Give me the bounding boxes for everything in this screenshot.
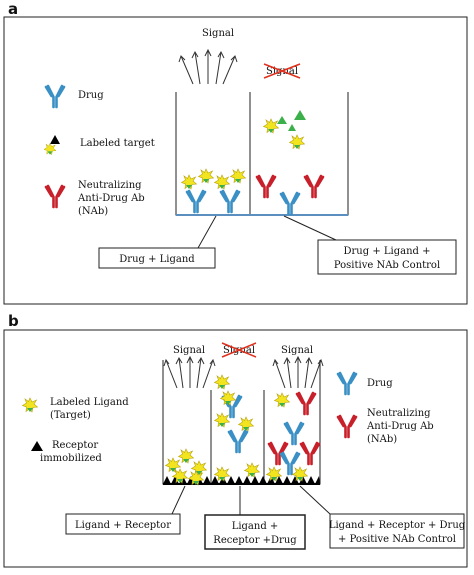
panel-a-frame (3, 16, 468, 305)
box-drug-ligand (98, 247, 216, 269)
legend-nab-a-2: Anti-Drug Ab (77, 193, 145, 204)
box-positive-nab-b-text-2: + Positive NAb Control (338, 534, 456, 545)
signal-label-left: Signal (202, 28, 234, 39)
callout-lines-a (197, 215, 337, 249)
panel-a-label: a (8, 0, 18, 18)
signal-strike-right (263, 63, 301, 79)
legend-nab-a-3: (NAb) (78, 206, 108, 217)
receptor-icon (31, 441, 43, 451)
nab-icon (44, 184, 66, 209)
ligands-bound-a (181, 168, 246, 190)
legend-labeled-ligand-1: Labeled Ligand (50, 397, 129, 408)
ligands-well-1 (165, 448, 207, 486)
box-positive-nab (317, 239, 457, 275)
box-ligand-receptor-drug (204, 514, 306, 550)
panel-b-frame (3, 329, 468, 568)
legend-receptor-2: immobilized (40, 453, 102, 464)
box-ligand-receptor (65, 513, 181, 535)
signal-label-1: Signal (173, 345, 205, 356)
box-positive-nab-text-1: Drug + Ligand + (344, 246, 431, 257)
box-ligand-receptor-drug-text-1: Ligand + (232, 521, 279, 532)
free-ligands-a (263, 110, 306, 150)
signal-strike-2 (221, 342, 257, 358)
drug-neutralized-a (279, 191, 301, 216)
drug-icon (44, 84, 66, 109)
panel-a: a Signal Signal (3, 0, 468, 305)
box-ligand-receptor-drug-text-2: Receptor +Drug (213, 535, 297, 546)
legend-receptor-1: Receptor (52, 440, 98, 451)
legend-nab-b-1: Neutralizing (367, 408, 431, 419)
legend-nab-b-2: Anti-Drug Ab (366, 421, 434, 432)
signal-arrows-left (178, 48, 238, 85)
labeled-ligand-icon (22, 397, 38, 413)
box-positive-nab-b-text-1: Ligand + Receptor + Drug (329, 520, 466, 531)
nab-well-3 (267, 391, 321, 466)
receptor-floor (163, 476, 320, 485)
box-ligand-receptor-text: Ligand + Receptor (75, 520, 171, 531)
callout-lines-b (171, 485, 331, 515)
panel-b-label: b (8, 312, 19, 330)
legend-drug-a: Drug (78, 90, 104, 101)
drug-bound-a (185, 189, 241, 214)
legend-labeled-target: Labeled target (80, 138, 155, 149)
legend-nab-a-1: Neutralizing (78, 180, 142, 191)
ligands-well-3 (266, 392, 308, 482)
labeled-target-icon (43, 142, 57, 156)
box-positive-nab-text-2: Positive NAb Control (334, 260, 440, 271)
nab-a (255, 174, 325, 199)
panel-b: b Signal Signal Signal (3, 312, 468, 568)
ligands-well-2 (214, 374, 260, 482)
signal-arrows-b3 (272, 355, 324, 389)
wells-b (162, 360, 321, 485)
target-icon (50, 135, 60, 144)
signal-label-3: Signal (281, 345, 313, 356)
legend-labeled-ligand-2: (Target) (50, 410, 91, 421)
legend-nab-b-3: (NAb) (367, 434, 397, 445)
legend-drug-b: Drug (367, 378, 393, 389)
box-drug-ligand-text: Drug + Ligand (119, 254, 195, 265)
drug-icon-b (336, 371, 358, 396)
box-positive-nab-b (329, 513, 465, 549)
nab-icon-b (336, 414, 358, 439)
signal-arrows-b1 (163, 355, 216, 389)
